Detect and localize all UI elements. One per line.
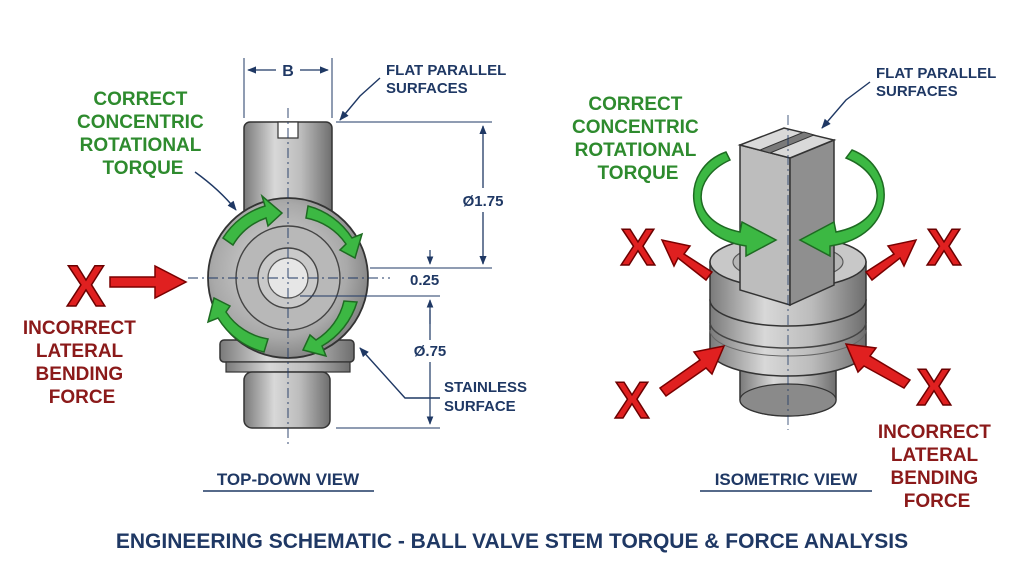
top-flat-label: FLAT PARALLEL SURFACES (386, 62, 510, 97)
dim-175: Ø1.75 (336, 121, 504, 269)
iso-bending-label: INCORRECT LATERAL BENDING FORCE (878, 422, 996, 512)
iso-stem (737, 127, 837, 307)
dim-b: B (243, 58, 333, 118)
dim-075-label: Ø.75 (414, 343, 447, 360)
iso-flat-leader (821, 81, 871, 129)
top-x-mark-icon: X (67, 254, 106, 319)
iso-view-title: ISOMETRIC VIEW (715, 470, 859, 489)
iso-x-mark-upper-right-icon: X (927, 219, 962, 277)
iso-flat-label: FLAT PARALLEL SURFACES (876, 65, 1000, 100)
top-bending-label: INCORRECT LATERAL BENDING FORCE (23, 318, 141, 408)
iso-x-mark-upper-left-icon: X (621, 219, 656, 277)
top-center-lines (188, 108, 390, 445)
stainless-leader (359, 347, 440, 399)
isometric-view: FLAT PARALLEL SURFACES CORRECT CONCENTRI… (572, 65, 1000, 512)
dim-b-label: B (282, 63, 294, 80)
iso-x-mark-lower-left-icon: X (615, 372, 650, 430)
footer-title: ENGINEERING SCHEMATIC - BALL VALVE STEM … (116, 530, 908, 553)
top-down-view: CORRECT CONCENTRIC ROTATIONAL TORQUE B F… (23, 58, 531, 492)
dim-175-label: Ø1.75 (463, 193, 504, 210)
iso-arrow-lower-right-icon (844, 343, 912, 389)
dim-025-label: 0.25 (410, 272, 439, 289)
iso-x-mark-lower-right-icon: X (917, 359, 952, 417)
top-flat-leader (339, 77, 381, 121)
top-torque-label: CORRECT CONCENTRIC ROTATIONAL TORQUE (77, 89, 209, 179)
iso-torque-arrows (693, 149, 885, 258)
iso-arrow-upper-left-icon (660, 238, 714, 282)
stainless-label: STAINLESS SURFACE (444, 379, 531, 415)
iso-arrow-upper-right-icon (864, 238, 918, 282)
top-bending-arrow-icon (109, 264, 188, 300)
iso-bending-arrows (658, 238, 918, 398)
top-torque-leader (194, 171, 237, 211)
top-torque-arrows (206, 193, 364, 358)
dim-075: Ø.75 (336, 310, 447, 429)
iso-torque-label: CORRECT CONCENTRIC ROTATIONAL TORQUE (572, 94, 704, 184)
iso-arrow-lower-left-icon (658, 344, 726, 398)
top-view-title: TOP-DOWN VIEW (217, 470, 360, 489)
